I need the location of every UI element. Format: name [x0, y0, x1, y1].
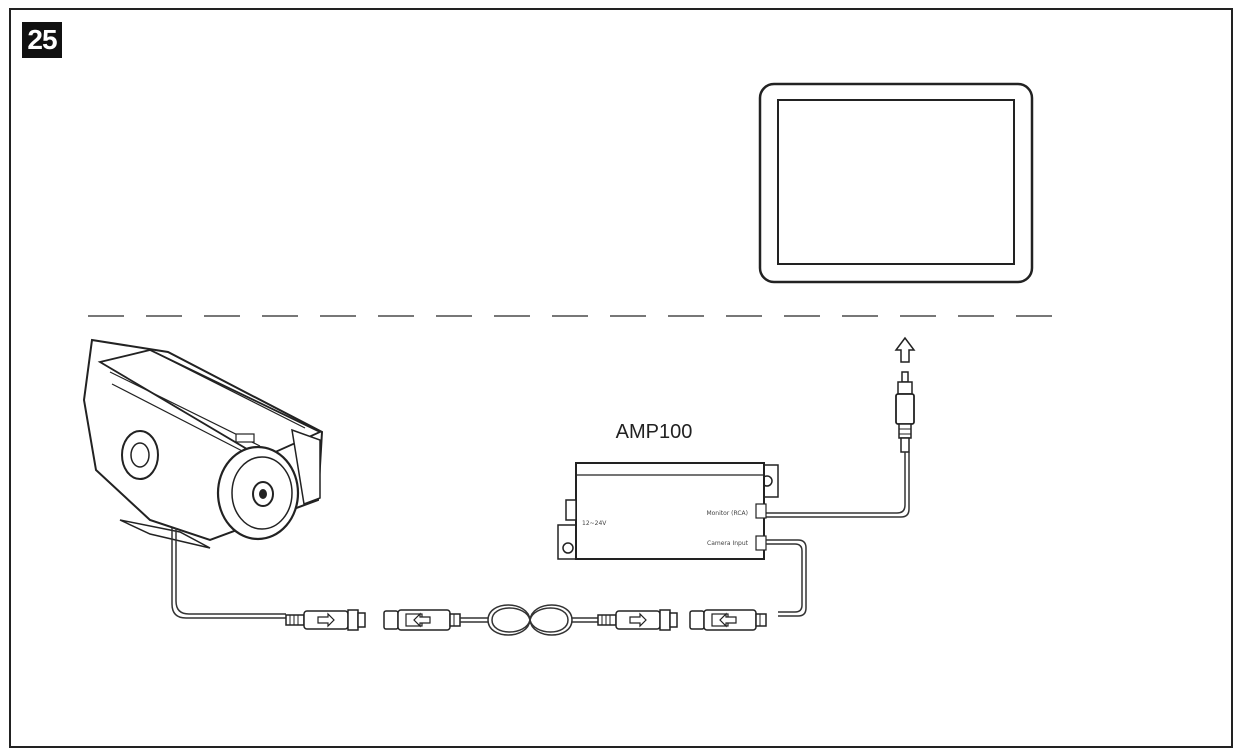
figure-frame: [9, 8, 1233, 748]
amp-port-power-label: 12~24V: [582, 520, 607, 527]
connector-icon: [383, 609, 461, 631]
monitor-cable: [762, 452, 910, 518]
up-arrow-icon: [894, 336, 916, 363]
coiled-cable: [487, 604, 598, 636]
connector-icon: [597, 609, 678, 631]
amp-port-monitor-label: Monitor (RCA): [706, 510, 748, 517]
amp-camera-cable: [766, 539, 807, 617]
monitor-icon: [758, 82, 1034, 284]
amp-port-camera-label: Camera Input: [707, 540, 749, 547]
rca-plug-icon: [895, 371, 915, 453]
connector-icon: [689, 609, 767, 631]
step-number-badge: 25: [22, 22, 62, 58]
camera-cable: [171, 528, 286, 619]
connector-icon: [285, 609, 366, 631]
amplifier-label: AMP100: [616, 421, 693, 443]
camera-icon: [82, 338, 324, 549]
amplifier-box-icon: [557, 462, 779, 560]
